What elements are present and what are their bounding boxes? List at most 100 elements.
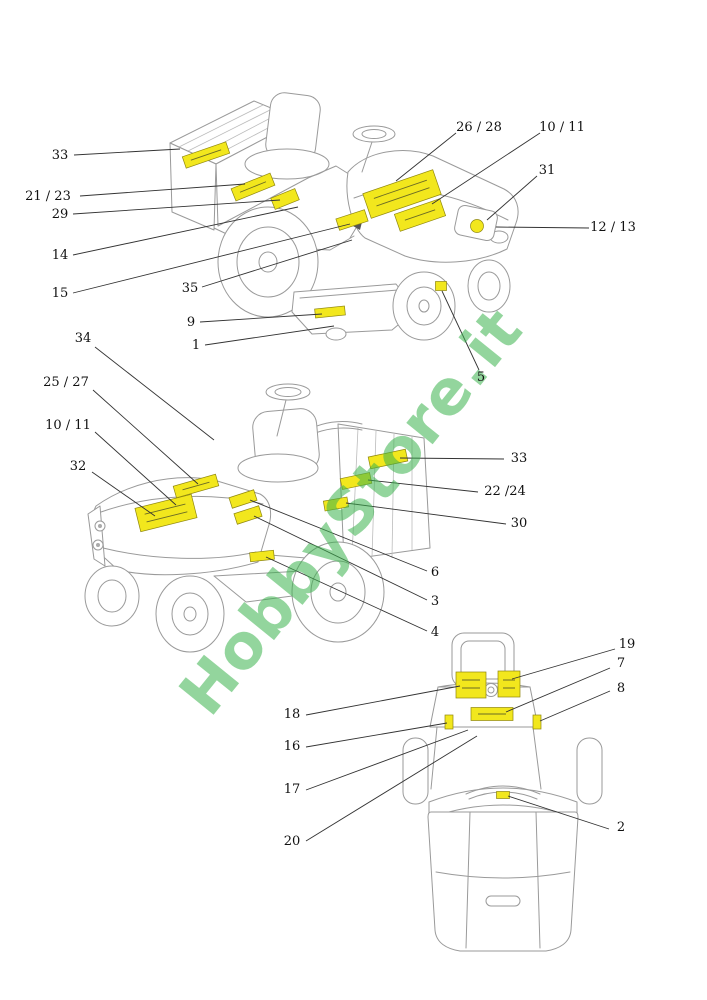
leader-lines-top-view (72, 132, 590, 371)
callout-31: 31 (539, 163, 556, 178)
decal-side-tab-right (532, 714, 542, 730)
callout-16: 16 (284, 739, 301, 754)
tractor-view-rear-right (169, 92, 519, 341)
decal-dash-strip-upper (228, 489, 258, 509)
callout-33: 33 (511, 451, 528, 466)
decal-dash-strip-lower (233, 505, 263, 525)
front-wheel-near-rim (171, 592, 209, 636)
decal-hood-label-small (393, 198, 447, 232)
catcher-slot (485, 895, 521, 907)
leader-lines-middle-view (91, 346, 507, 632)
front-wheel-far-rim (97, 579, 127, 613)
callout-29: 29 (52, 207, 69, 222)
decal-deck-strip (249, 549, 275, 563)
headlight-upper-dot (98, 524, 102, 528)
callout-4: 4 (431, 625, 439, 640)
decal-side-tab-left (444, 714, 454, 730)
frame-leg-left (430, 726, 438, 790)
seat-cushion (244, 148, 330, 180)
headlight-lower-dot (96, 543, 100, 547)
callout-20: 20 (284, 834, 301, 849)
fuel-cap (484, 683, 498, 697)
front-wheel-near (155, 575, 225, 653)
callout-10-11: 10 / 11 (45, 418, 91, 433)
callout-19: 19 (619, 637, 636, 652)
front-wheel-near-rim (406, 286, 442, 326)
callout-9: 9 (187, 315, 195, 330)
front-wheel-near-hub (183, 606, 197, 622)
rear-wheel-hub (329, 582, 347, 602)
decal-rear-left-strip (181, 141, 231, 169)
catcher-rib-left (465, 811, 471, 949)
callout-33: 33 (52, 148, 69, 163)
callout-25-27: 25 / 27 (43, 375, 89, 390)
rear-wheel-rim (236, 226, 300, 298)
mower-deck-line (299, 289, 399, 299)
callout-35: 35 (182, 281, 199, 296)
front-wheel-far (467, 259, 511, 313)
callout-21-23: 21 / 23 (25, 189, 71, 204)
decal-step-small (435, 281, 447, 291)
decal-ignition-round (470, 219, 484, 233)
hood-crease-bottom (102, 547, 257, 559)
steering-wheel (352, 125, 396, 143)
steering-column (361, 141, 373, 173)
catcher-body (427, 811, 579, 952)
decal-hood-label-large (362, 169, 442, 219)
steering-column (276, 399, 287, 437)
rear-wheel (217, 206, 319, 318)
callout-labels-middle-view: 34 25 / 27 10 / 11 32 33 22 /24 30 6 3 4 (43, 331, 527, 640)
callout-10-11: 10 / 11 (539, 120, 585, 135)
decal-bagger-strip-mid (339, 472, 373, 490)
decal-seat-side-strip (270, 188, 300, 210)
deck-caster (325, 327, 347, 341)
frame-leg-right (532, 726, 542, 790)
wheel-right (576, 737, 603, 805)
bagger-frame-ribs (351, 427, 413, 559)
tractor-view-rear-grass-catcher (402, 632, 603, 952)
callout-3: 3 (431, 594, 439, 609)
wheel-left (402, 737, 429, 805)
fuel-cap-inner (487, 686, 495, 694)
leader-lines-bottom-view (305, 648, 616, 842)
decal-panel-wide-strip (470, 707, 514, 721)
steering-wheel-inner (361, 129, 387, 139)
callout-26-28: 26 / 28 (456, 120, 502, 135)
callout-18: 18 (284, 707, 301, 722)
body-line (307, 165, 353, 179)
front-wheel-far (84, 565, 140, 627)
callout-22-24: 22 /24 (484, 484, 526, 499)
steering-wheel-inner (274, 387, 302, 397)
decal-bagger-strip-low (322, 496, 350, 512)
rear-wheel-rim (310, 560, 366, 624)
decal-panel-left (455, 671, 487, 699)
decal-hood-label-large (134, 493, 198, 533)
steering-wheel (265, 383, 311, 401)
decal-deck-strip (314, 305, 346, 319)
seat-cushion (237, 453, 319, 483)
callout-14: 14 (52, 248, 69, 263)
catcher-rib-right (535, 811, 541, 949)
callout-30: 30 (511, 516, 528, 531)
callout-labels-top-view: 33 21 / 23 29 14 15 35 9 1 26 / 28 10 / … (25, 120, 636, 385)
callout-12-13: 12 / 13 (590, 220, 636, 235)
callout-32: 32 (70, 459, 87, 474)
callout-15: 15 (52, 286, 69, 301)
rear-wheel (291, 541, 385, 643)
control-lever (349, 227, 357, 239)
callout-17: 17 (284, 782, 301, 797)
decal-bagger-strip-top (367, 448, 409, 470)
decal-panel-right (497, 670, 521, 698)
decal-catcher-small (496, 791, 510, 799)
front-wheel-near-hub (418, 299, 430, 313)
callout-8: 8 (617, 681, 625, 696)
rear-wheel-hub (258, 251, 278, 273)
callout-2: 2 (617, 820, 625, 835)
callout-5: 5 (477, 370, 485, 385)
callout-7: 7 (617, 656, 625, 671)
decal-fender-strip (230, 172, 276, 202)
front-wheel-far-rim (477, 271, 501, 301)
callout-6: 6 (431, 565, 439, 580)
